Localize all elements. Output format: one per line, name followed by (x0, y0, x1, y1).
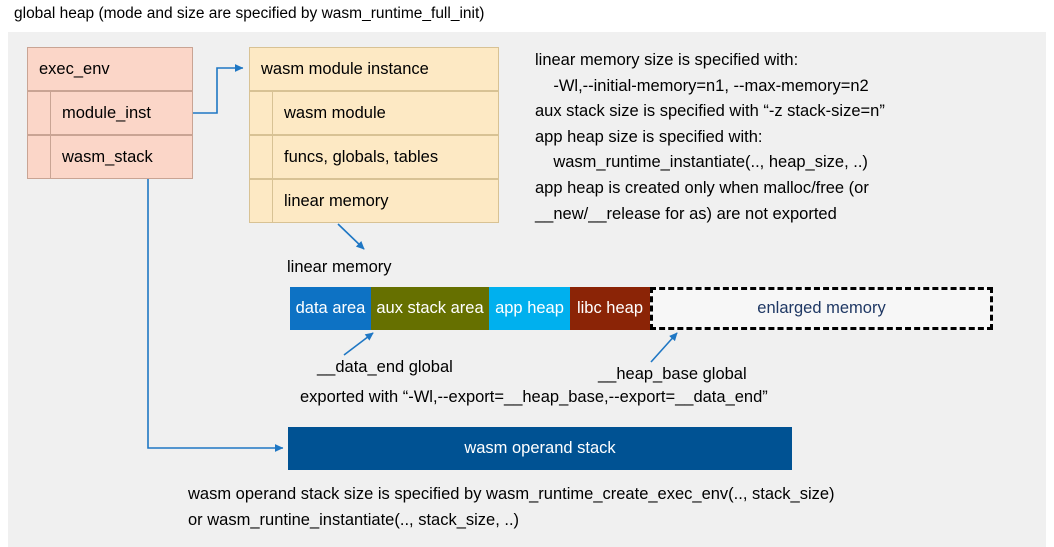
indent-gutter (250, 180, 273, 222)
notes-line-1: linear memory size is specified with: (535, 51, 799, 69)
notes-line-2: -Wl,--initial-memory=n1, --max-memory=n2 (535, 76, 869, 95)
memory-segment-aux-stack-area: aux stack area (371, 287, 489, 330)
notes-line-3: aux stack size is specified with “-z sta… (535, 102, 885, 121)
page-title: global heap (mode and size are specified… (14, 5, 485, 22)
notes-line-4: app heap size is specified with: (535, 127, 763, 146)
module-instance-field-linear-memory-label: linear memory (284, 191, 389, 210)
annotation-data-end: __data_end global (317, 358, 453, 376)
memory-segment-app-heap: app heap (489, 287, 570, 330)
wasm-operand-stack-bar: wasm operand stack (288, 427, 792, 470)
memory-segment-enlarged-memory: enlarged memory (650, 287, 993, 330)
indent-gutter (250, 92, 273, 134)
exec-env-field-wasm-stack-label: wasm_stack (62, 147, 153, 166)
notes-line-7: __new/__release for as) are not exported (535, 204, 837, 223)
notes-line-6: app heap is created only when malloc/fre… (535, 178, 869, 197)
memory-segment-data-area: data area (290, 287, 371, 330)
annotation-exported-with: exported with “-Wl,--export=__heap_base,… (300, 388, 768, 406)
wasm-operand-stack-label: wasm operand stack (464, 439, 616, 457)
linear-memory-notes: linear memory size is specified with: -W… (535, 48, 885, 227)
memory-segment-data-area-label: data area (295, 299, 366, 317)
memory-segment-libc-heap: libc heap (570, 287, 650, 330)
module-instance-header: wasm module instance (249, 47, 499, 91)
footnote-line-2: or wasm_runtine_instantiate(.., stack_si… (188, 510, 520, 529)
notes-line-5: wasm_runtime_instantiate(.., heap_size, … (535, 153, 868, 172)
memory-segment-libc-heap-label: libc heap (576, 299, 644, 317)
exec-env-header: exec_env (27, 47, 193, 91)
memory-segment-app-heap-label: app heap (495, 299, 564, 317)
footnote-line-1: wasm operand stack size is specified by … (188, 485, 835, 503)
exec-env-field-module-inst-label: module_inst (62, 103, 151, 122)
exec-env-field-module-inst: module_inst (27, 91, 193, 135)
module-instance-field-wasm-module-label: wasm module (284, 103, 386, 122)
linear-memory-bar-label: linear memory (287, 258, 392, 276)
module-instance-field-linear-memory: linear memory (249, 179, 499, 223)
module-instance-header-label: wasm module instance (261, 59, 429, 78)
indent-gutter (250, 136, 273, 178)
indent-gutter (28, 136, 51, 178)
memory-segment-enlarged-memory-label: enlarged memory (757, 299, 886, 317)
linear-memory-bar: data area aux stack area app heap libc h… (290, 287, 993, 330)
module-instance-field-funcs-globals-tables-label: funcs, globals, tables (284, 147, 439, 166)
exec-env-field-wasm-stack: wasm_stack (27, 135, 193, 179)
module-instance-field-wasm-module: wasm module (249, 91, 499, 135)
indent-gutter (28, 92, 51, 134)
module-instance-field-funcs-globals-tables: funcs, globals, tables (249, 135, 499, 179)
memory-segment-aux-stack-area-label: aux stack area (376, 299, 484, 317)
annotation-heap-base: __heap_base global (598, 365, 747, 383)
operand-stack-footnote: wasm operand stack size is specified by … (188, 482, 835, 533)
exec-env-header-label: exec_env (39, 59, 110, 78)
